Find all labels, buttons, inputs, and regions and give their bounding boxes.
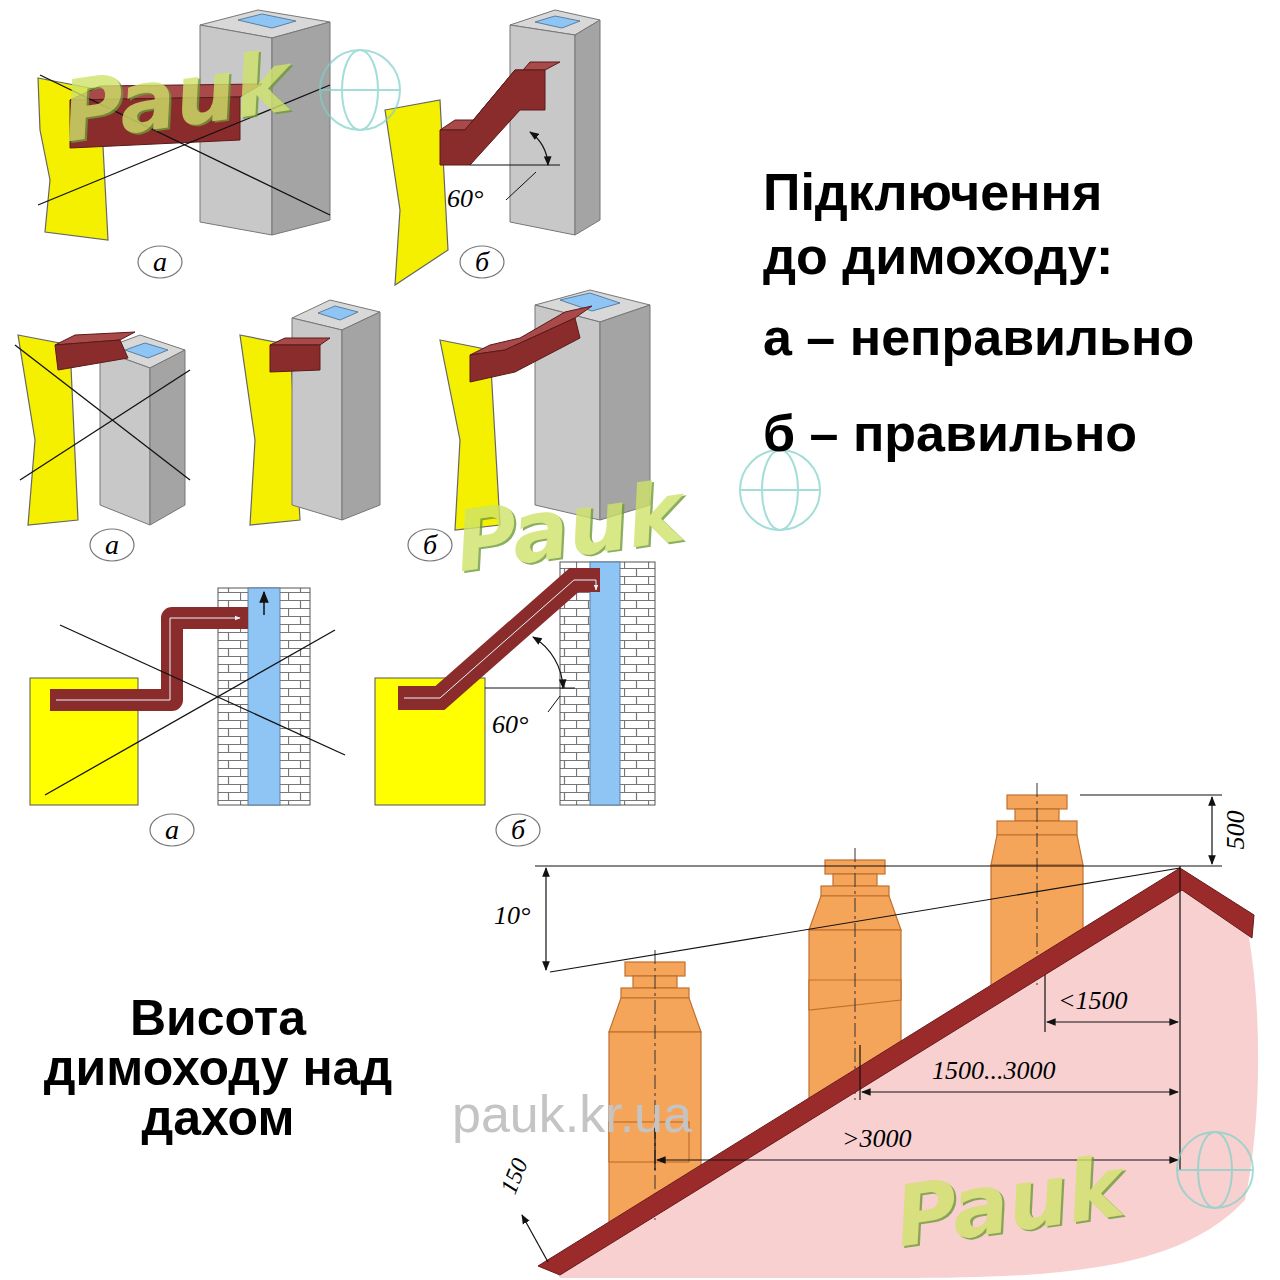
right-connection-1 bbox=[510, 25, 575, 235]
dimension-lines bbox=[535, 865, 1185, 866]
dimension: >3000 bbox=[842, 1126, 912, 1152]
letter-ovals bbox=[460, 246, 504, 278]
wrong-connection-3 bbox=[263, 592, 265, 615]
key-line: б – правильно bbox=[763, 401, 1137, 465]
wrong-connection-3 bbox=[60, 625, 345, 755]
logo-globes bbox=[320, 50, 1253, 1208]
dimension-lines bbox=[1047, 1021, 1178, 1022]
dimension-lines bbox=[1179, 866, 1180, 1170]
figure-letter: б bbox=[423, 531, 437, 559]
right-connection-3 bbox=[470, 318, 580, 382]
angle-label: 60° bbox=[492, 712, 528, 738]
roof-section bbox=[538, 868, 1254, 1275]
letter-ovals bbox=[150, 814, 194, 846]
chimney bbox=[809, 860, 901, 1230]
letter-ovals bbox=[90, 529, 134, 561]
right-connection-4 bbox=[398, 580, 600, 698]
right-connection-2 bbox=[240, 300, 380, 525]
wrong-connection-2 bbox=[55, 340, 128, 370]
axis-lines bbox=[655, 950, 656, 1220]
right-connection-4 bbox=[404, 580, 596, 698]
right-connection-1 bbox=[535, 16, 580, 28]
dimension: 1500...3000 bbox=[932, 1058, 1056, 1084]
key-line: а – неправильно bbox=[763, 305, 1194, 369]
dimension-lines bbox=[545, 868, 546, 970]
dimension-lines bbox=[522, 795, 1222, 1262]
wrong-connection-3 bbox=[50, 618, 248, 700]
wrong-connection-1 bbox=[238, 14, 296, 28]
right-connection-2 bbox=[270, 345, 320, 372]
logo-globes bbox=[320, 89, 400, 91]
watermark: Pauk bbox=[450, 470, 688, 585]
roof-section bbox=[522, 783, 1258, 1280]
wrong-connection-3 bbox=[248, 588, 280, 805]
right-connection-4 bbox=[548, 696, 560, 712]
logo-globes bbox=[1177, 1169, 1253, 1171]
watermark: Pauk bbox=[890, 1145, 1128, 1260]
dimension-lines bbox=[1080, 794, 1222, 795]
right-connection-1 bbox=[530, 132, 548, 165]
dimension-lines bbox=[1044, 975, 1045, 1032]
right-connection-2 bbox=[342, 312, 380, 520]
dimension-lines bbox=[1211, 797, 1212, 864]
website: pauk.kr.ua bbox=[452, 1088, 692, 1140]
right-connection-1 bbox=[506, 172, 536, 200]
wrong-connection-1 bbox=[38, 10, 330, 240]
wrong-connection-3 bbox=[56, 618, 240, 700]
logo-globes bbox=[740, 489, 820, 491]
right-connection-4 bbox=[560, 562, 655, 805]
dimension: <1500 bbox=[1058, 988, 1128, 1014]
dimension: 150 bbox=[496, 1155, 532, 1197]
wrong-connection-3 bbox=[45, 630, 335, 795]
right-connection-4 bbox=[533, 637, 563, 688]
right-connection-2 bbox=[270, 338, 330, 345]
right-connection-1 bbox=[440, 70, 545, 165]
angle-label: 10° bbox=[494, 903, 530, 929]
letter-ovals bbox=[408, 529, 452, 561]
right-connection-4 bbox=[590, 562, 620, 805]
letter-ovals bbox=[138, 246, 182, 278]
watermark: Pauk bbox=[57, 40, 295, 155]
wrong-connection-2 bbox=[15, 345, 190, 480]
logo-globes bbox=[320, 50, 400, 130]
wrong-connection-3 bbox=[30, 588, 345, 805]
dimension-lines bbox=[862, 1091, 1178, 1092]
right-connection-4 bbox=[375, 562, 655, 805]
figure-letter: а bbox=[153, 248, 167, 276]
right-connection-2 bbox=[318, 306, 358, 320]
right-connection-1 bbox=[575, 20, 600, 235]
figure-letter: б bbox=[511, 816, 525, 844]
letter-ovals bbox=[496, 814, 540, 846]
heading: Підключення до димоходу: bbox=[763, 160, 1163, 288]
wrong-connection-2 bbox=[100, 350, 150, 525]
right-connection-1 bbox=[385, 10, 600, 285]
axis-lines bbox=[855, 848, 856, 1100]
angle-label: 60° bbox=[447, 186, 483, 212]
right-connection-4 bbox=[485, 688, 575, 689]
section-heading: Висота димоходу над дахом bbox=[8, 993, 428, 1143]
dimension-lines bbox=[859, 1045, 860, 1100]
logo-globes bbox=[1177, 1132, 1253, 1208]
figure-letter: б bbox=[475, 248, 489, 276]
dimension-lines bbox=[550, 868, 1180, 972]
dimension-lines bbox=[1185, 865, 1222, 866]
wrong-connection-2 bbox=[20, 370, 190, 480]
axis-lines bbox=[1037, 783, 1038, 985]
wrong-connection-2 bbox=[125, 343, 168, 358]
right-connection-3 bbox=[560, 293, 620, 311]
figure-letter: а bbox=[165, 816, 179, 844]
figure-letter: а bbox=[105, 531, 119, 559]
wrong-connection-2 bbox=[15, 332, 190, 525]
right-connection-1 bbox=[470, 165, 560, 166]
dimension: 500 bbox=[1223, 811, 1249, 850]
dimension-lines bbox=[522, 1215, 548, 1262]
right-connection-1 bbox=[385, 100, 448, 285]
